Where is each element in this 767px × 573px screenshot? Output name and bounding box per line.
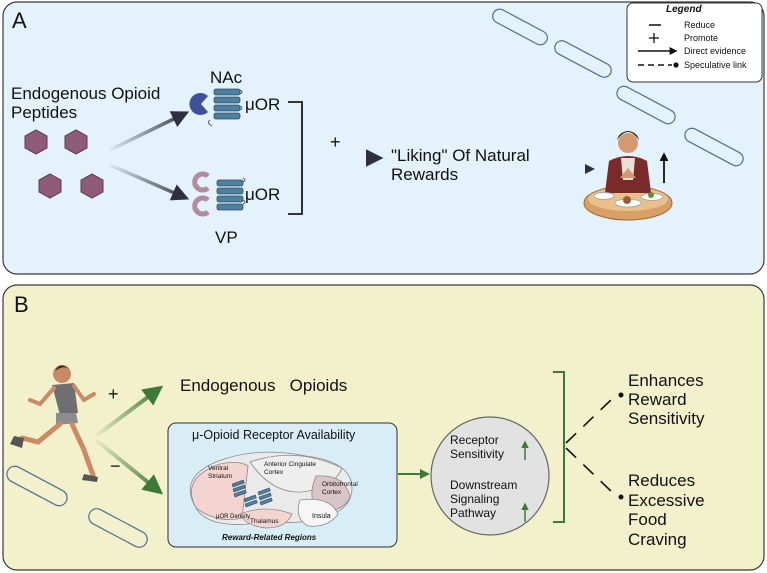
opioid-peptide-hexagons: [24, 129, 104, 199]
decor-capsules-b: [6, 465, 148, 548]
brain-illustration: [189, 451, 353, 529]
panel-a-letter: A: [12, 8, 27, 33]
legend-direct-evidence-label: Direct evidence: [684, 46, 747, 56]
brain-label-acc: Anterior Cingulate Cortex: [264, 461, 317, 476]
outcome-enhances-label: Enhances Reward Sensitivity: [628, 371, 705, 428]
speculative-link-2: [565, 447, 614, 494]
arrow-runner-to-availability: [94, 438, 164, 495]
arrow-peptides-to-vp: [109, 163, 190, 201]
legend-box: [626, 2, 763, 83]
runner-illustration: [10, 365, 98, 482]
reduce-sign-b: −: [110, 456, 121, 476]
nac-label: NAc: [210, 68, 243, 87]
legend-promote-label: Promote: [684, 33, 719, 43]
vp-label: VP: [215, 228, 238, 247]
bracket-a: [288, 101, 303, 215]
brain-label-insula: Insula: [312, 513, 331, 520]
person-eating-illustration: [583, 131, 673, 221]
brain-label-thalamus: Thalamus: [250, 518, 279, 525]
peptide-hexagon: [38, 173, 62, 199]
brain-label-ofc: Orbitofrontal Cortex: [322, 481, 358, 496]
downstream-label: Downstream Signaling Pathway: [450, 478, 518, 520]
speculative-link-1-dot: [618, 392, 624, 398]
peptide-hexagon: [64, 129, 88, 155]
liking-label: "Liking" Of Natural Rewards: [391, 146, 530, 184]
availability-title: μ-Opioid Receptor Availability: [192, 428, 356, 442]
outcome-reduces-label: Reduces Excessive Food Craving: [628, 471, 705, 549]
legend-title: Legend: [666, 4, 702, 15]
peptides-label: Endogenous Opioid Peptides: [11, 84, 161, 122]
receptor-sensitivity-label: Receptor Sensitivity: [450, 433, 505, 461]
mu-opioid-receptor-bottom: [192, 171, 246, 217]
legend-reduce-label: Reduce: [684, 20, 716, 30]
regions-caption: Reward-Related Regions: [222, 533, 317, 542]
promote-sign-a: +: [330, 132, 341, 152]
panel-b-letter: B: [14, 292, 29, 317]
brain-label-density: μOR Density: [216, 514, 251, 520]
legend-speculative-label: Speculative link: [684, 60, 747, 70]
mu-opioid-receptor-top: [189, 88, 243, 127]
arrow-runner-to-opioids: [94, 385, 164, 438]
bracket-b: [553, 371, 565, 523]
arrow-peptides-to-nac: [109, 111, 190, 152]
speculative-link-1: [565, 397, 614, 444]
speculative-link-2-dot: [618, 494, 624, 500]
peptide-hexagon: [24, 129, 48, 155]
sensitivity-circle: [430, 416, 550, 536]
endogenous-opioids-label: Endogenous Opioids: [180, 376, 348, 395]
peptide-hexagon: [80, 173, 104, 199]
decor-capsules-a: [492, 8, 744, 167]
brain-label-ventral-striatum: Ventral Striatum: [208, 465, 233, 480]
receptor-label-bottom: μOR: [245, 185, 281, 204]
receptor-label-top: μOR: [245, 95, 281, 114]
promote-sign-b: +: [108, 384, 119, 404]
brain-receptor-glyphs: [231, 479, 273, 508]
